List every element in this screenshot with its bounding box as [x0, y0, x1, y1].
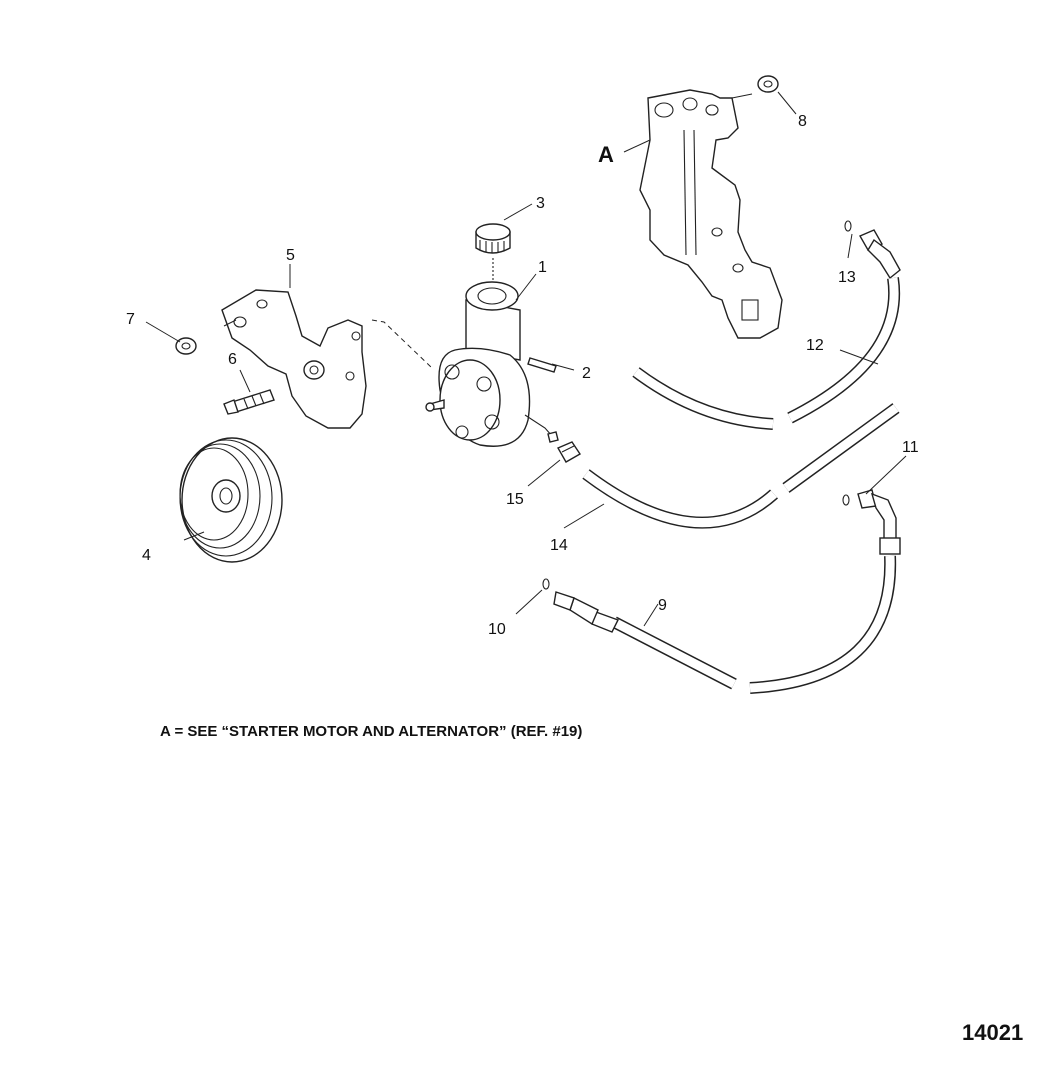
part-10-o-ring	[542, 578, 550, 590]
part-9-hose-fitting-lower	[553, 591, 619, 633]
callout-15: 15	[506, 491, 524, 508]
callout-14: 14	[550, 537, 568, 554]
callout-7: 7	[126, 311, 135, 328]
part-12-hose-fitting	[859, 229, 901, 280]
part-13-o-ring	[844, 220, 852, 232]
part-7-nut	[175, 337, 197, 355]
part-11-o-ring	[842, 494, 850, 506]
callout-11: 11	[902, 439, 919, 456]
callout-a: A	[598, 142, 614, 167]
part-3-reservoir-cap	[475, 223, 511, 254]
callout-3: 3	[536, 195, 545, 212]
callout-6: 6	[228, 351, 237, 368]
part-14-hose	[582, 403, 900, 529]
part-2-stud	[527, 357, 557, 373]
part-a-engine-bracket	[639, 89, 783, 339]
part-1-power-steering-pump	[425, 281, 559, 447]
part-15-fitting	[557, 441, 581, 463]
part-12-hose	[632, 277, 901, 430]
part-5-pump-bracket	[221, 289, 367, 429]
reference-note: A = SEE “STARTER MOTOR AND ALTERNATOR” (…	[160, 723, 582, 740]
part-6-bolt	[223, 389, 275, 415]
callout-10: 10	[488, 621, 506, 638]
part-4-pulley	[179, 437, 283, 563]
callout-12: 12	[806, 337, 824, 354]
part-9-hose-fitting-upper	[857, 489, 901, 555]
callout-8: 8	[798, 113, 807, 130]
part-9-hose	[611, 555, 897, 694]
callout-13: 13	[838, 269, 856, 286]
figure-number: 14021	[962, 1020, 1023, 1045]
callout-9: 9	[658, 597, 667, 614]
part-8-nut	[757, 75, 779, 93]
callout-4: 4	[142, 547, 151, 564]
callout-1: 1	[538, 259, 547, 276]
callout-5: 5	[286, 247, 295, 264]
leader-lines	[145, 91, 907, 627]
callout-2: 2	[582, 365, 591, 382]
